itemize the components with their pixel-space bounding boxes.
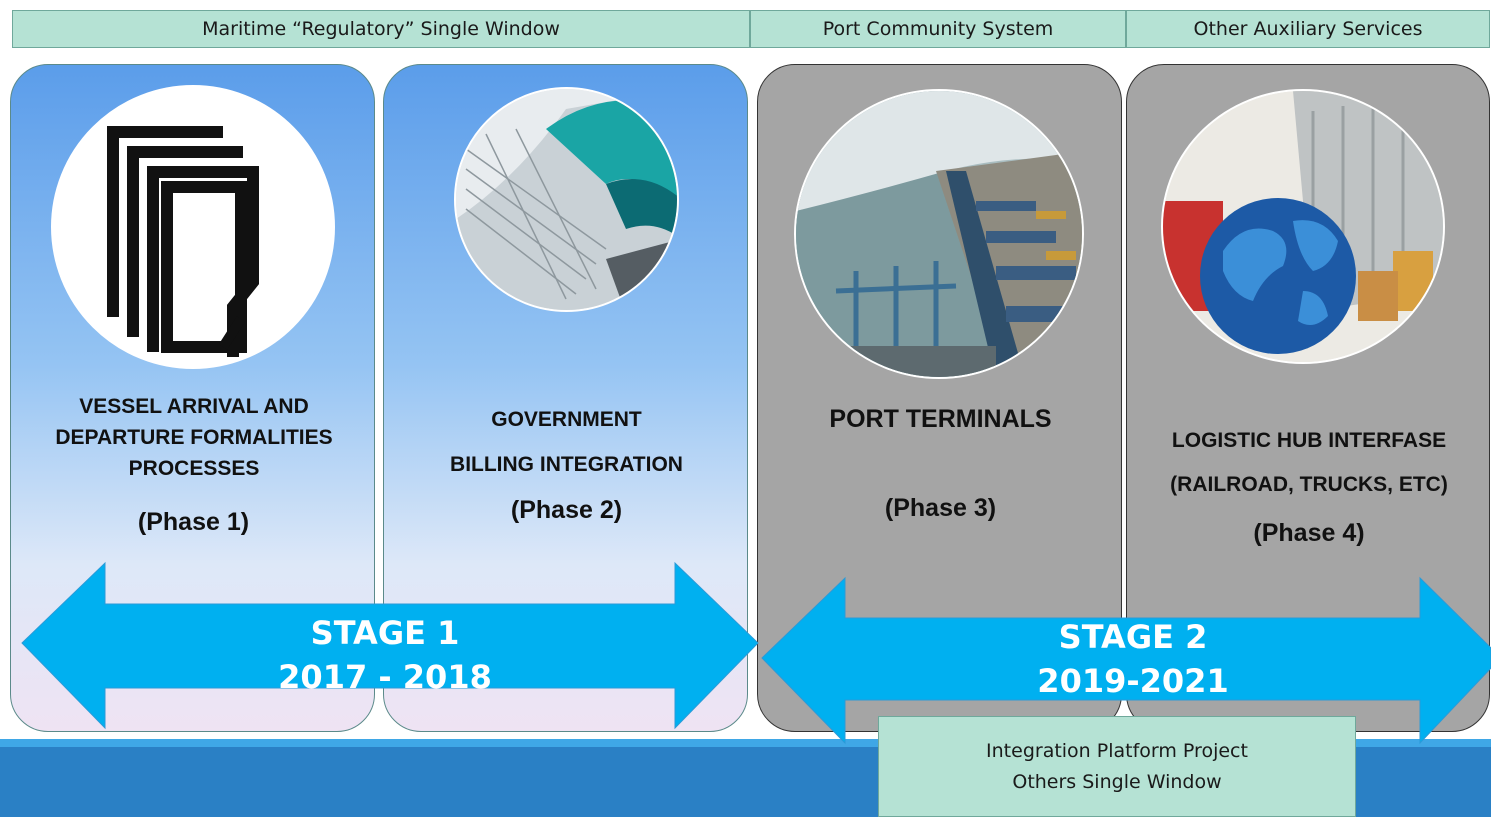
panel-1-title: VESSEL ARRIVAL AND DEPARTURE FORMALITIES… <box>55 395 333 480</box>
panel-2-title-line2: BILLING INTEGRATION <box>450 453 683 476</box>
stage-2-name: STAGE 2 <box>1058 618 1208 656</box>
panel-3-title: PORT TERMINALS <box>829 405 1052 433</box>
platform-line-1: Integration Platform Project <box>986 739 1248 762</box>
panel-2-title-line1: GOVERNMENT <box>491 408 642 431</box>
panel-4-phase: (Phase 4) <box>1253 519 1365 547</box>
billing-form-image <box>454 87 679 312</box>
port-terminal-aerial-image <box>794 89 1084 379</box>
header-port-community-system: Port Community System <box>750 10 1126 48</box>
header-regulatory-single-window: Maritime “Regulatory” Single Window <box>12 10 750 48</box>
panel-2-phase: (Phase 2) <box>510 496 623 524</box>
stage-1-years: 2017 - 2018 <box>278 658 492 696</box>
stage-2-label: STAGE 2 2019-2021 <box>968 615 1298 703</box>
bottom-band-edge <box>0 739 1491 747</box>
header-auxiliary-services: Other Auxiliary Services <box>1126 10 1490 48</box>
stage-1-label: STAGE 1 2017 - 2018 <box>220 611 550 699</box>
stage-1-arrow <box>21 561 759 730</box>
panel-4-title-line1: LOGISTIC HUB INTERFASE <box>1171 429 1447 452</box>
stage-2-years: 2019-2021 <box>1037 662 1229 700</box>
stage-1-name: STAGE 1 <box>310 614 460 652</box>
panel-phase-3: PORT TERMINALS (Phase 3) <box>757 64 1122 732</box>
panel-3-phase: (Phase 3) <box>884 494 997 522</box>
globe-logistics-image <box>1161 89 1445 364</box>
documents-icon <box>51 85 335 369</box>
panel-1-phase: (Phase 1) <box>137 508 250 536</box>
panel-4-title-line2: (RAILROAD, TRUCKS, ETC) <box>1170 473 1448 496</box>
platform-line-2: Others Single Window <box>1012 770 1222 793</box>
integration-platform-box: Integration Platform Project Others Sing… <box>878 716 1356 817</box>
stage-2-arrow <box>761 576 1491 745</box>
